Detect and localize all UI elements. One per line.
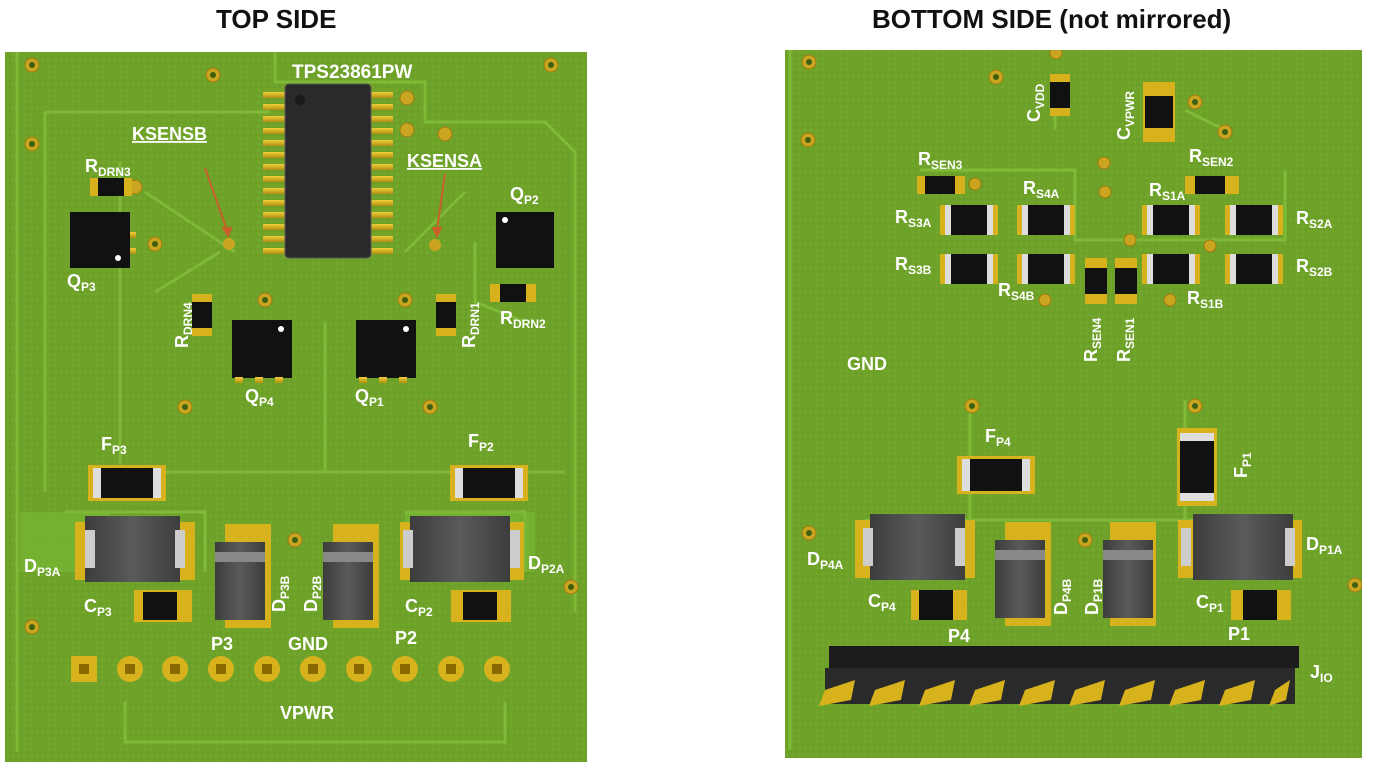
- label-qp4: QP4: [245, 386, 274, 409]
- label-fp2: FP2: [468, 431, 494, 454]
- top-side-title: TOP SIDE: [216, 4, 337, 34]
- diode-dp2b: [323, 524, 379, 628]
- label-rs4a: RS4A: [1023, 178, 1060, 201]
- mosfet-qp4: [232, 320, 292, 383]
- resistor-rs1a: [1142, 205, 1200, 235]
- bottom-side-title: BOTTOM SIDE (not mirrored): [872, 4, 1232, 34]
- label-dp2b: DP2B: [301, 575, 324, 612]
- top-side-board: TPS23861PW KSENSB KSENSA RDRN3 QP3 QP2 R…: [5, 52, 587, 762]
- label-rs1a: RS1A: [1149, 180, 1186, 203]
- label-rsen1: RSEN1: [1114, 317, 1137, 362]
- diode-dp4a: [855, 514, 975, 580]
- label-dp3b: DP3B: [269, 575, 292, 612]
- header-pins-top: [71, 656, 510, 682]
- resistor-rsen4: [1085, 258, 1107, 304]
- label-gnd-top: GND: [288, 634, 328, 654]
- label-fp4: FP4: [985, 426, 1011, 449]
- capacitor-cvpwr: [1143, 82, 1175, 142]
- label-rdrn3: RDRN3: [85, 156, 131, 179]
- label-rdrn4: RDRN4: [172, 302, 195, 348]
- ksensa-label: KSENSA: [407, 151, 482, 171]
- label-p2: P2: [395, 628, 417, 648]
- diode-dp3b: [215, 524, 271, 628]
- diode-dp2a: [400, 516, 524, 582]
- resistor-rdrn3: [90, 178, 132, 196]
- label-p3: P3: [211, 634, 233, 654]
- diode-dp4b: [995, 522, 1051, 626]
- label-qp2: QP2: [510, 184, 539, 207]
- resistor-rs4a: [1017, 205, 1075, 235]
- label-cvdd: CVDD: [1024, 83, 1047, 122]
- label-gnd-bottom: GND: [847, 354, 887, 374]
- resistor-rdrn1: [436, 294, 456, 336]
- resistor-rs2a: [1225, 205, 1283, 235]
- resistor-rs3b: [940, 254, 998, 284]
- resistor-rsen2: [1185, 176, 1239, 194]
- resistor-rdrn4: [192, 294, 212, 336]
- header-jio: [819, 646, 1299, 706]
- label-dp1a: DP1A: [1306, 534, 1343, 557]
- bottom-side-board: CVDD CVPWR RSEN3 RSEN2 RS4A RS1A RS3A RS…: [785, 50, 1362, 758]
- label-rdrn1: RDRN1: [459, 302, 482, 348]
- label-qp1: QP1: [355, 386, 384, 409]
- ksensb-label: KSENSB: [132, 124, 207, 144]
- label-dp3a: DP3A: [24, 556, 61, 579]
- fuse-fp3: [88, 465, 166, 501]
- ic-label: TPS23861PW: [292, 62, 412, 83]
- label-rsen2: RSEN2: [1189, 146, 1234, 169]
- diode-dp1b: [1103, 522, 1156, 626]
- label-rsen4: RSEN4: [1081, 317, 1104, 362]
- label-cvpwr: CVPWR: [1114, 91, 1137, 140]
- resistor-rs3a: [940, 205, 998, 235]
- label-jio: JIO: [1310, 662, 1333, 685]
- capacitor-cp3: [134, 590, 192, 622]
- capacitor-cp2: [451, 590, 511, 622]
- label-vpwr: VPWR: [280, 703, 334, 723]
- label-fp1: FP1: [1231, 452, 1254, 478]
- capacitor-cp1: [1231, 590, 1291, 620]
- capacitor-cp4: [911, 590, 967, 620]
- diode-dp3a: [75, 516, 195, 582]
- label-fp3: FP3: [101, 434, 127, 457]
- label-cp2: CP2: [405, 596, 433, 619]
- mosfet-qp3: [70, 212, 136, 268]
- label-rs3b: RS3B: [895, 254, 932, 277]
- ic-tps23861: [284, 83, 372, 259]
- resistor-rs2b: [1225, 254, 1283, 284]
- label-p4: P4: [948, 626, 970, 646]
- label-dp4b: DP4B: [1051, 578, 1074, 615]
- label-dp2a: DP2A: [528, 553, 565, 576]
- fuse-fp1: [1177, 428, 1217, 506]
- label-cp3: CP3: [84, 596, 112, 619]
- mosfet-qp1: [356, 320, 416, 383]
- resistor-rs4b: [1017, 254, 1075, 284]
- label-qp3: QP3: [67, 271, 96, 294]
- label-cp1: CP1: [1196, 592, 1224, 615]
- resistor-rs1b: [1142, 254, 1200, 284]
- label-rs3a: RS3A: [895, 207, 932, 230]
- diode-dp1a: [1178, 514, 1302, 580]
- resistor-rdrn2: [490, 284, 536, 302]
- capacitor-cvdd: [1050, 74, 1070, 116]
- fuse-fp2: [450, 465, 528, 501]
- label-cp4: CP4: [868, 591, 896, 614]
- label-dp4a: DP4A: [807, 549, 844, 572]
- fuse-fp4: [957, 456, 1035, 494]
- label-p1: P1: [1228, 624, 1250, 644]
- label-rs2a: RS2A: [1296, 208, 1333, 231]
- label-rs2b: RS2B: [1296, 256, 1333, 279]
- resistor-rsen3: [917, 176, 965, 194]
- label-dp1b: DP1B: [1082, 578, 1105, 615]
- label-rs1b: RS1B: [1187, 288, 1224, 311]
- resistor-rsen1: [1115, 258, 1137, 304]
- label-rdrn2: RDRN2: [500, 308, 546, 331]
- label-rsen3: RSEN3: [918, 149, 963, 172]
- mosfet-qp2: [496, 212, 554, 268]
- label-rs4b: RS4B: [998, 280, 1035, 303]
